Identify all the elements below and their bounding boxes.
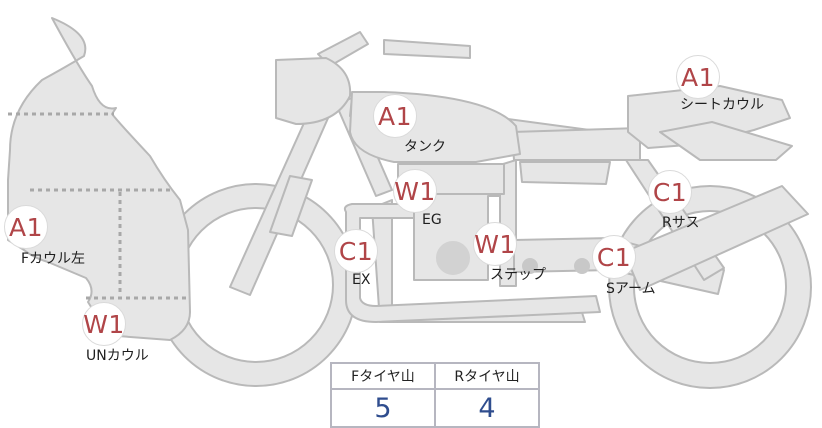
grade-marker-f-cowl-left: A1 <box>4 205 48 249</box>
grade-code: A1 <box>8 212 43 242</box>
footpeg <box>522 258 538 274</box>
part-label-rear-suspension: Rサス <box>662 215 700 231</box>
part-label-exhaust: EX <box>352 272 371 288</box>
grade-marker-swingarm: C1 <box>592 235 636 279</box>
front-fairing <box>7 17 191 341</box>
headlight <box>275 57 352 125</box>
rear-tread-header: Rタイヤ山 <box>434 362 540 390</box>
muffler <box>623 185 809 291</box>
grade-marker-exhaust: C1 <box>334 229 378 273</box>
top-bridge <box>383 39 471 59</box>
exhaust-pipe <box>343 203 601 323</box>
grade-code: A1 <box>680 62 715 92</box>
tail-panel <box>659 121 793 161</box>
grade-code: C1 <box>338 236 374 266</box>
pivot <box>574 258 590 274</box>
part-label-step: ステップ <box>490 267 546 283</box>
fairing-panel-lines <box>8 112 190 300</box>
grade-code: C1 <box>652 177 688 207</box>
grade-marker-engine: W1 <box>393 169 437 213</box>
grade-marker-un-cowl: W1 <box>82 302 126 346</box>
rear-tread-value: 4 <box>434 388 540 428</box>
grade-code: W1 <box>83 309 125 339</box>
grade-marker-step: W1 <box>473 222 517 266</box>
grade-code: C1 <box>596 242 632 272</box>
tire-tread-table: Fタイヤ山 Rタイヤ山 5 4 <box>330 362 540 428</box>
grade-code: W1 <box>394 176 436 206</box>
grade-code: W1 <box>474 229 516 259</box>
part-label-engine: EG <box>422 212 442 228</box>
grade-marker-tank: A1 <box>373 94 417 138</box>
fork-upper-tube <box>269 175 313 237</box>
grade-marker-rear-suspension: C1 <box>648 170 692 214</box>
front-tread-value: 5 <box>330 388 436 428</box>
grade-code: A1 <box>377 101 412 131</box>
tail-cowl-lower <box>519 161 611 185</box>
part-label-un-cowl: UNカウル <box>86 348 149 364</box>
engine-cover <box>436 241 470 275</box>
part-label-f-cowl-left: Fカウル左 <box>21 251 86 267</box>
seat-subframe <box>511 127 641 161</box>
front-tread-header: Fタイヤ山 <box>330 362 436 390</box>
grade-marker-seat-cowl: A1 <box>676 55 720 99</box>
part-label-tank: タンク <box>404 139 446 155</box>
part-label-swingarm: Sアーム <box>606 281 656 297</box>
part-label-seat-cowl: シートカウル <box>680 97 764 113</box>
